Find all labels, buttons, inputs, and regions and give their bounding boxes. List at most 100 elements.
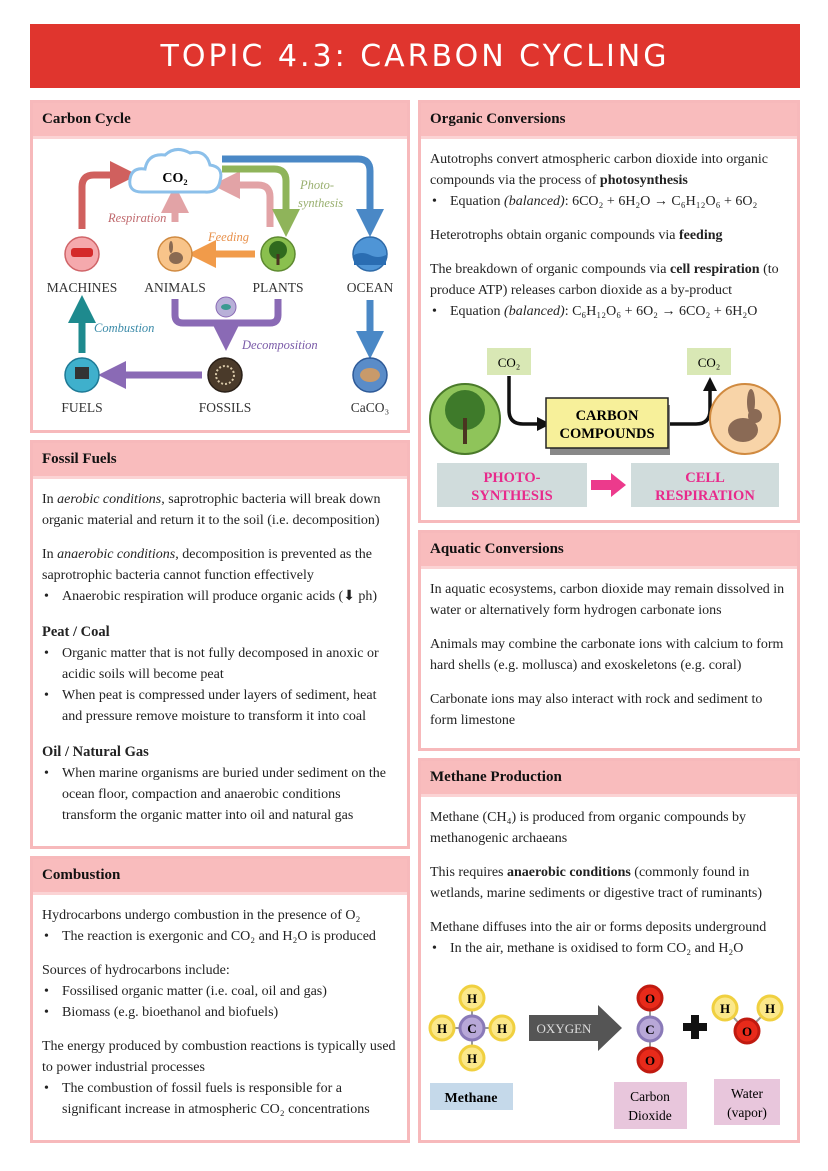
- italic-text: aerobic conditions: [57, 492, 162, 507]
- caco3-node: [352, 357, 388, 393]
- text: Equation: [450, 194, 505, 209]
- co2-out-box: [687, 348, 731, 375]
- italic-text: anaerobic conditions: [57, 547, 176, 562]
- text: Carbonate ions may also interact with ro…: [430, 692, 763, 728]
- page-title: TOPIC 4.3: CARBON CYCLING: [30, 24, 800, 88]
- bacteria-icon: [221, 304, 231, 310]
- caco3-label: CaCO₃: [351, 400, 390, 415]
- methane-molecule: H H H H C: [428, 984, 516, 1072]
- wave-icon: [354, 253, 386, 265]
- fuels-label: FUELS: [61, 400, 102, 415]
- co2-label: CO₂: [162, 171, 187, 186]
- text: Peat / Coal: [42, 624, 110, 640]
- rabbit-icon: [728, 418, 758, 442]
- plus-icon: [683, 1015, 707, 1039]
- text: Methane (CH₄) is produced from organic c…: [430, 810, 747, 846]
- ocean-label: OCEAN: [347, 280, 394, 295]
- tree-icon: [445, 390, 485, 430]
- water-molecule: H H O: [711, 994, 784, 1045]
- machines-to-co2-arrow: [78, 161, 138, 229]
- paragraph: Carbonate ions may also interact with ro…: [430, 689, 788, 731]
- organic-conversions-heading: Organic Conversions: [421, 103, 797, 139]
- machines-node: [64, 236, 100, 272]
- water-label-1: Water: [731, 1086, 763, 1101]
- oxygen-arrow: [529, 1005, 622, 1051]
- text: , saprotrophic bacteria will break down …: [42, 492, 381, 528]
- combustion-text: Hydrocarbons undergo combustion in the p…: [33, 895, 407, 1120]
- carbon-compounds-label-1: CARBON: [576, 408, 639, 424]
- text: : C₆H₁₂O₆ + 6O₂ → 6CO₂ + 6H₂O: [564, 304, 758, 319]
- svg-text:O: O: [645, 991, 655, 1006]
- cell-respiration-label-2: RESPIRATION: [655, 488, 755, 504]
- paragraph: Methane (CH₄) is produced from organic c…: [430, 807, 788, 849]
- plants-node: [260, 236, 296, 272]
- carbon-compounds-box: [545, 397, 669, 449]
- fossil-fuels-panel: Fossil Fuels In aerobic conditions, sapr…: [30, 440, 410, 849]
- text: The reaction is exergonic and CO₂ and H₂…: [62, 929, 376, 944]
- methane-production-heading: Methane Production: [421, 761, 797, 797]
- bullet-item: Fossilised organic matter (i.e. coal, oi…: [42, 981, 398, 1002]
- bullet-item: When peat is compressed under layers of …: [42, 685, 398, 727]
- shell-icon: [360, 368, 380, 382]
- plants-label: PLANTS: [252, 280, 303, 295]
- text: When marine organisms are buried under s…: [62, 766, 386, 823]
- water-label-2: (vapor): [727, 1105, 767, 1120]
- combustion-panel: Combustion Hydrocarbons undergo combusti…: [30, 856, 410, 1143]
- svg-text:C: C: [467, 1021, 476, 1036]
- oxygen-label: OXYGEN: [537, 1021, 592, 1036]
- methane-oxidation-diagram: H H H H C O O C H H O OXYGEN Methane Car…: [428, 984, 784, 1129]
- bullet-item: Organic matter that is not fully decompo…: [42, 643, 398, 685]
- subheading: Oil / Natural Gas: [42, 742, 398, 763]
- paragraph: Methane diffuses into the air or forms d…: [430, 917, 788, 938]
- paragraph: Hydrocarbons undergo combustion in the p…: [42, 905, 398, 926]
- svg-text:H: H: [720, 1001, 730, 1016]
- feeding-label: Feeding: [207, 230, 249, 244]
- ocean-node: [352, 236, 388, 272]
- methane-label: Methane: [445, 1091, 498, 1106]
- paragraph: Autotrophs convert atmospheric carbon di…: [430, 149, 788, 191]
- carbon-cycle-panel: Carbon Cycle CO₂: [30, 100, 410, 433]
- text: , decomposition is prevented as the sapr…: [42, 547, 372, 583]
- fossil-fuels-heading: Fossil Fuels: [33, 443, 407, 479]
- aquatic-conversions-panel: Aquatic Conversions In aquatic ecosystem…: [418, 530, 800, 751]
- text: When peat is compressed under layers of …: [62, 688, 377, 724]
- paragraph: The breakdown of organic compounds via c…: [430, 259, 788, 301]
- text: Animals may combine the carbonate ions w…: [430, 637, 784, 673]
- fossils-label: FOSSILS: [199, 400, 252, 415]
- subheading: Peat / Coal: [42, 622, 398, 643]
- animals-label: ANIMALS: [144, 280, 206, 295]
- carbon-dioxide-label-2: Dioxide: [628, 1108, 672, 1123]
- bullet-item: Equation (balanced): 6CO₂ + 6H₂O → C₆H₁₂…: [430, 191, 788, 212]
- text: Anaerobic respiration will produce organ…: [62, 589, 378, 604]
- oil-rig-icon: [75, 367, 89, 379]
- carbon-dioxide-box: [614, 1082, 687, 1129]
- bullet-item: When marine organisms are buried under s…: [42, 763, 398, 826]
- photosynthesis-label-1: PHOTO-: [484, 470, 541, 486]
- paragraph: Animals may combine the carbonate ions w…: [430, 634, 788, 676]
- paragraph: Heterotrophs obtain organic compounds vi…: [430, 225, 788, 246]
- combustion-label: Combustion: [94, 321, 154, 335]
- paragraph: In aquatic ecosystems, carbon dioxide ma…: [430, 579, 788, 621]
- bullet-item: In the air, methane is oxidised to form …: [430, 938, 788, 959]
- svg-text:H: H: [765, 1001, 775, 1016]
- fossil-icon: [215, 365, 235, 385]
- text: (to produce ATP) releases carbon dioxide…: [430, 262, 779, 298]
- rabbit-icon: [169, 252, 183, 264]
- paragraph: The energy produced by combustion reacti…: [42, 1036, 398, 1078]
- organic-conversions-text: Autotrophs convert atmospheric carbon di…: [421, 139, 797, 322]
- combustion-heading: Combustion: [33, 859, 407, 895]
- text: In the air, methane is oxidised to form …: [450, 941, 744, 956]
- bold-text: cell respiration: [670, 262, 760, 277]
- text: Fossilised organic matter (i.e. coal, oi…: [62, 984, 327, 999]
- svg-text:H: H: [437, 1021, 447, 1036]
- bullet-item: The reaction is exergonic and CO₂ and H₂…: [42, 926, 398, 947]
- text: The combustion of fossil fuels is respon…: [62, 1081, 370, 1117]
- text: Oil / Natural Gas: [42, 744, 149, 760]
- co2-to-plants-arrow: [222, 165, 300, 237]
- fuels-node: [64, 357, 100, 393]
- bold-text: photosynthesis: [599, 173, 688, 188]
- animals-node: [157, 236, 193, 272]
- text: Biomass (e.g. bioethanol and biofuels): [62, 1005, 279, 1020]
- aquatic-conversions-text: In aquatic ecosystems, carbon dioxide ma…: [421, 569, 797, 731]
- cell-respiration-label-1: CELL: [685, 470, 725, 486]
